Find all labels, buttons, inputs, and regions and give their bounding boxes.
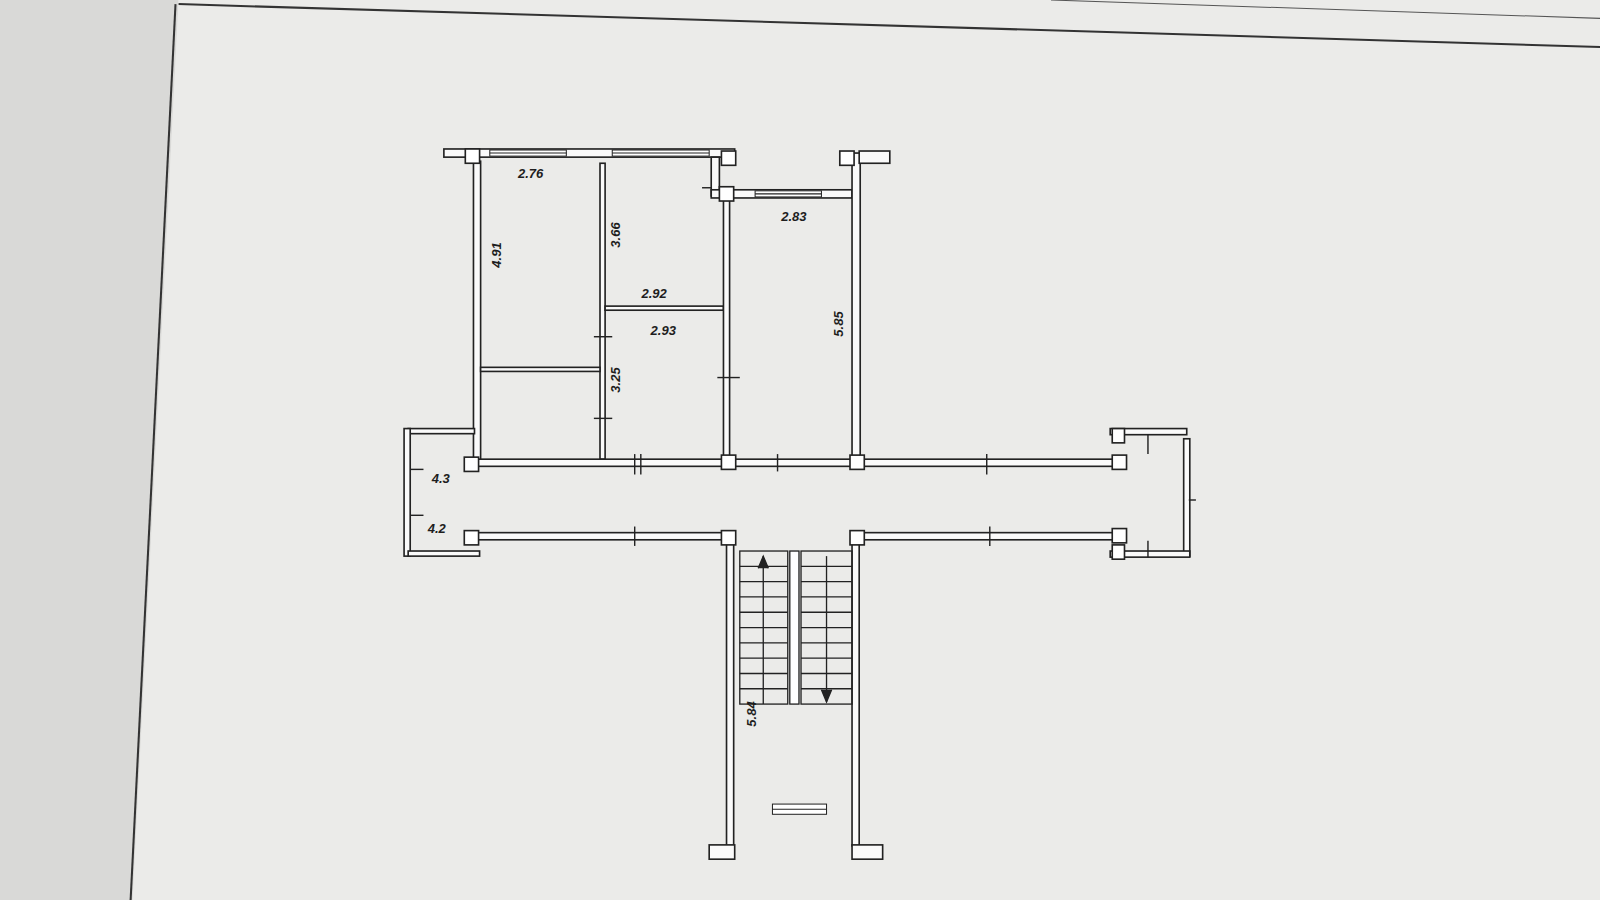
dimension-label: 2.83 — [781, 210, 806, 223]
door-marks — [410, 188, 1196, 557]
dimension-label: 2.93 — [651, 323, 676, 336]
dimension-label: 3.66 — [609, 222, 622, 247]
dimension-label: 3.25 — [609, 367, 622, 392]
columns — [464, 149, 1126, 559]
dimension-label: 5.84 — [745, 702, 758, 727]
windows — [490, 150, 827, 814]
dimension-label: 4.3 — [432, 471, 450, 484]
walls — [404, 149, 1190, 859]
dimension-label: 5.85 — [831, 312, 844, 337]
dimension-label: 4.2 — [428, 521, 446, 534]
dimension-label: 2.92 — [641, 286, 666, 299]
dimension-label: 4.91 — [489, 242, 502, 267]
dimension-label: 2.76 — [518, 167, 543, 180]
stair-flights — [740, 551, 852, 704]
